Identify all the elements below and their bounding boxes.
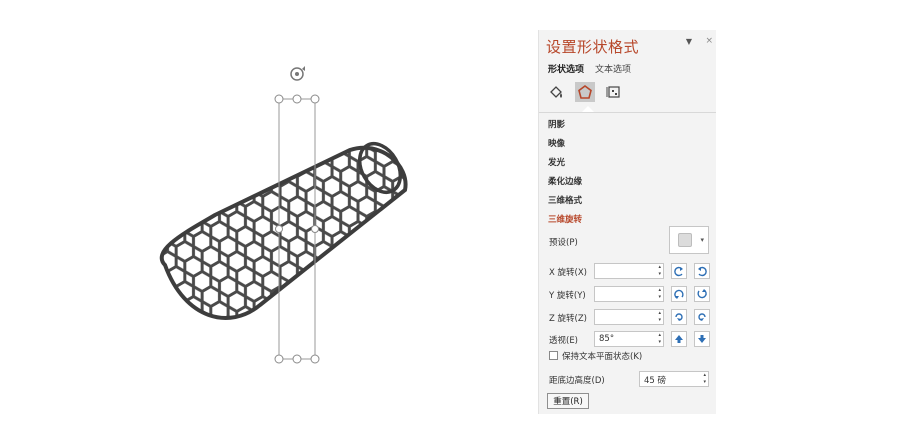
selection-frame[interactable] [274, 94, 320, 364]
section-soft-edges[interactable]: 柔化边缘 [548, 177, 583, 187]
section-shadow[interactable]: 阴影 [548, 120, 566, 130]
rotate-right-x-button[interactable] [694, 263, 710, 279]
perspective-input[interactable]: 85° ▴ ▾ [594, 331, 664, 347]
pane-divider [539, 112, 716, 113]
size-properties-icon[interactable] [604, 82, 624, 102]
widen-field-of-view-button[interactable] [694, 331, 710, 347]
perspective-label: 透视(E) [549, 336, 579, 346]
rotate-down-y-button[interactable] [694, 286, 710, 302]
tab-caret [582, 106, 594, 112]
distance-from-ground-input[interactable]: 45 磅 ▴ ▾ [639, 371, 709, 387]
keep-text-flat-checkbox[interactable] [549, 351, 558, 360]
section-reflection[interactable]: 映像 [548, 139, 566, 149]
section-3d-rotation[interactable]: 三维旋转 [548, 215, 583, 225]
z-rotation-input[interactable]: ▴ ▾ [594, 309, 664, 325]
y-rotation-label: Y 旋转(Y) [549, 291, 586, 301]
spinner-arrows-icon[interactable]: ▴ ▾ [703, 372, 706, 385]
z-rotation-label: Z 旋转(Z) [549, 314, 587, 324]
format-shape-pane: 设置形状格式 ▼ × 形状选项 文本选项 阴影 映像 发光 柔化边缘 三维格式 … [538, 30, 716, 414]
spinner-arrows-icon[interactable]: ▴ ▾ [658, 287, 661, 300]
slide-canvas[interactable] [0, 0, 530, 442]
carbon-nanotube-shape[interactable] [107, 72, 463, 399]
section-3d-format[interactable]: 三维格式 [548, 196, 583, 206]
preset-dropdown[interactable]: ▾ [669, 226, 709, 254]
chevron-down-icon: ▾ [700, 236, 704, 244]
tab-shape-options[interactable]: 形状选项 [548, 65, 585, 75]
keep-text-flat-label: 保持文本平面状态(K) [562, 352, 643, 362]
rotate-up-y-button[interactable] [671, 286, 687, 302]
rotate-left-x-button[interactable] [671, 263, 687, 279]
x-rotation-label: X 旋转(X) [549, 268, 587, 278]
reset-button[interactable]: 重置(R) [547, 393, 589, 409]
rotation-handle-icon[interactable] [290, 66, 305, 81]
section-glow[interactable]: 发光 [548, 158, 566, 168]
spinner-arrows-icon[interactable]: ▴ ▾ [658, 264, 661, 277]
rotate-counterclockwise-z-button[interactable] [694, 309, 710, 325]
fill-line-icon[interactable] [546, 82, 566, 102]
x-rotation-input[interactable]: ▴ ▾ [594, 263, 664, 279]
y-rotation-input[interactable]: ▴ ▾ [594, 286, 664, 302]
effects-pentagon-icon[interactable] [575, 82, 595, 102]
pane-menu-icon[interactable]: ▼ [685, 37, 692, 46]
spinner-arrows-icon[interactable]: ▴ ▾ [658, 310, 661, 323]
distance-from-ground-label: 距底边高度(D) [549, 376, 605, 386]
spinner-arrows-icon[interactable]: ▴ ▾ [658, 332, 661, 345]
narrow-field-of-view-button[interactable] [671, 331, 687, 347]
rotate-clockwise-z-button[interactable] [671, 309, 687, 325]
preset-label: 预设(P) [549, 238, 578, 248]
close-icon[interactable]: × [705, 36, 713, 46]
preset-swatch [678, 233, 692, 247]
pane-title: 设置形状格式 [546, 38, 640, 56]
tab-text-options[interactable]: 文本选项 [595, 65, 632, 75]
